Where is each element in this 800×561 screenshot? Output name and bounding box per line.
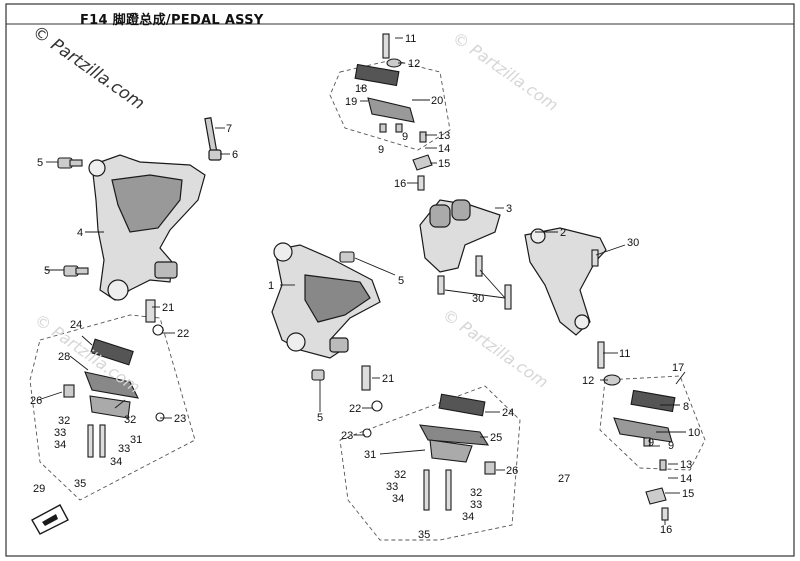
callout-14b: 14: [680, 473, 692, 485]
callout-33c: 33: [386, 481, 398, 493]
left-bracket-part-4: [88, 154, 206, 301]
callout-30b: 30: [472, 293, 484, 305]
callout-35b: 35: [418, 529, 430, 541]
callout-8: 8: [683, 401, 689, 413]
callout-9b: 9: [402, 131, 408, 143]
callout-9a: 9: [378, 144, 384, 156]
callout-32b: 32: [124, 414, 136, 426]
group-outline-29: [29, 314, 196, 501]
callout-3: 3: [506, 203, 512, 215]
callout-26a: 26: [30, 395, 42, 407]
center-bolts: [311, 251, 383, 412]
callout-34b: 34: [110, 456, 122, 468]
right-bolts-part-30: [437, 249, 599, 310]
callout-25: 25: [490, 432, 502, 444]
group-outline-17: [599, 375, 706, 471]
callout-33d: 33: [470, 499, 482, 511]
callout-12a: 12: [408, 58, 420, 70]
callout-16a: 16: [394, 178, 406, 190]
callout-15a: 15: [438, 158, 450, 170]
center-bracket-part-1: [271, 242, 381, 359]
callout-13b: 13: [680, 459, 692, 471]
callout-10: 10: [688, 427, 700, 439]
callout-31a: 31: [130, 434, 142, 446]
callout-7: 7: [226, 123, 232, 135]
callout-labels: 1 2 3 4 5 5 5 5 6 7 8 9 9 9 9 10 11 11 1…: [30, 33, 700, 541]
title-bar: F14 脚蹬总成/PEDAL ASSY: [8, 6, 792, 28]
callout-21a: 21: [162, 302, 174, 314]
callout-26b: 26: [506, 465, 518, 477]
callout-11a: 11: [405, 33, 416, 45]
bolts-part-5-left: [57, 157, 89, 277]
callout-34a: 34: [54, 439, 66, 451]
callout-31b: 31: [364, 449, 376, 461]
callout-33a: 33: [54, 427, 66, 439]
frame-border: [5, 3, 795, 557]
callout-1: 1: [268, 280, 274, 292]
callout-22a: 22: [177, 328, 189, 340]
callout-11b: 11: [619, 348, 630, 360]
callout-34d: 34: [462, 511, 474, 523]
callout-27: 27: [558, 473, 570, 485]
callout-18: 18: [355, 83, 367, 95]
callout-5b: 5: [44, 265, 50, 277]
callout-5c: 5: [398, 275, 404, 287]
callout-17: 17: [672, 362, 684, 374]
top-footpeg-parts: [354, 33, 433, 191]
callout-4: 4: [77, 227, 83, 239]
callout-35a: 35: [74, 478, 86, 490]
callout-9c: 9: [648, 437, 654, 449]
callout-22b: 22: [349, 403, 361, 415]
callout-32d: 32: [470, 487, 482, 499]
brand-logo-mark: [31, 504, 69, 535]
callout-29: 29: [33, 483, 45, 495]
leader-lines: [37, 37, 686, 525]
callout-5d: 5: [317, 412, 323, 424]
callout-30a: 30: [627, 237, 639, 249]
callout-12b: 12: [582, 375, 594, 387]
callout-2: 2: [560, 227, 566, 239]
callout-5a: 5: [37, 157, 43, 169]
callout-24b: 24: [502, 407, 514, 419]
callout-15b: 15: [682, 488, 694, 500]
callout-23b: 23: [341, 430, 353, 442]
callout-32c: 32: [394, 469, 406, 481]
bracket-part-3: [419, 199, 501, 273]
callout-20: 20: [431, 95, 443, 107]
callout-34c: 34: [392, 493, 404, 505]
callout-9d: 9: [668, 440, 674, 452]
callout-33b: 33: [118, 443, 130, 455]
callout-23a: 23: [174, 413, 186, 425]
callout-6: 6: [232, 149, 238, 161]
left-footpeg-parts: [63, 299, 165, 458]
center-footpeg-parts: [362, 393, 496, 511]
callout-32a: 32: [58, 415, 70, 427]
page-title: F14 脚蹬总成/PEDAL ASSY: [80, 13, 264, 28]
pin-part-7: [204, 117, 222, 161]
bracket-part-2: [524, 227, 607, 336]
callout-13a: 13: [438, 130, 450, 142]
right-footpeg-parts: [597, 341, 676, 521]
callout-14a: 14: [438, 143, 450, 155]
callout-24a: 24: [70, 319, 82, 331]
callout-21b: 21: [382, 373, 394, 385]
callout-19: 19: [345, 96, 357, 108]
callout-28: 28: [58, 351, 70, 363]
callout-16b: 16: [660, 524, 672, 536]
group-outline-27: [339, 385, 521, 541]
